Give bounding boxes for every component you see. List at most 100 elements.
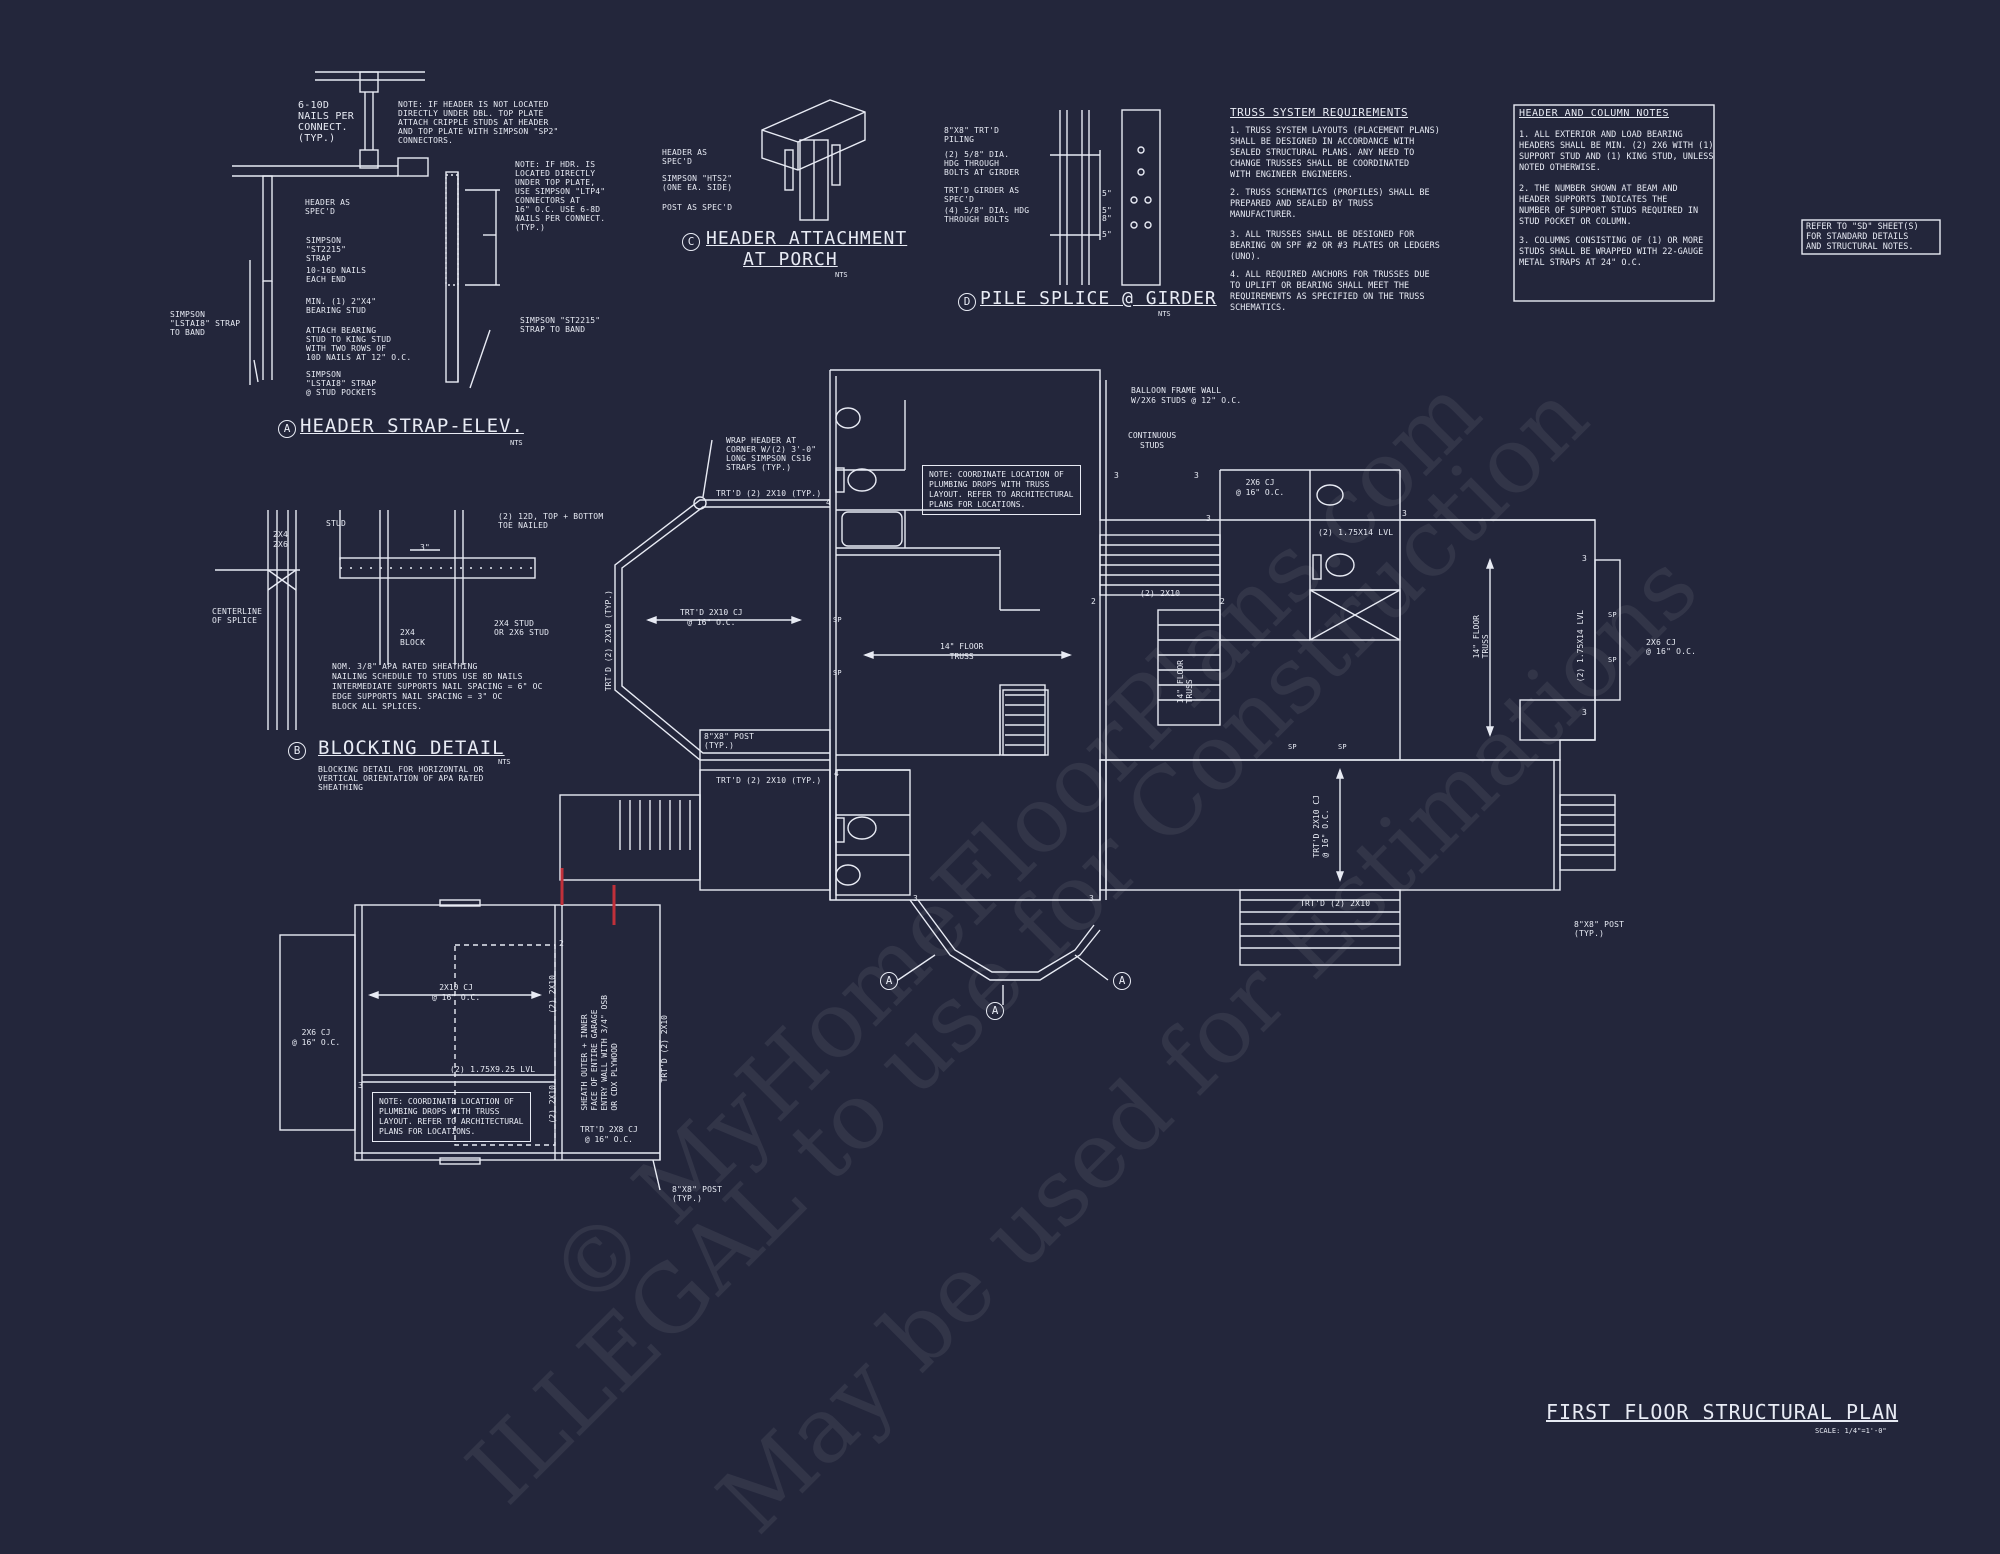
label-trtd-top: TRT'D (2) 2x10 (TYP.) [716, 489, 822, 498]
header-column-item-1: 1. ALL EXTERIOR AND LOAD BEARING HEADERS… [1519, 130, 1714, 173]
main-floor-plan-linework [559, 369, 1621, 1005]
detail-b-centerline: CENTERLINE OF SPLICE [212, 607, 263, 625]
header-column-item-2: 2. THE NUMBER SHOWN AT BEAM AND HEADER S… [1519, 184, 1699, 227]
detail-a-linework [232, 71, 500, 389]
garage-cj: 2x10 CJ @ 16" O.C. [432, 983, 481, 1002]
detail-a-nails2-note: 10-16d NAILS EACH END [306, 266, 367, 284]
stud-count: 3 [913, 894, 919, 903]
section-mark-2: A [986, 1002, 1004, 1020]
detail-c-linework [761, 99, 866, 221]
label-sp-1: SP [833, 616, 842, 624]
label-lvl-a: (2) 1.75x14 LVL [1318, 528, 1394, 537]
label-floor-truss-right: 14" FLOOR TRUSS [1472, 615, 1490, 659]
detail-d-dim-2: 5" [1102, 206, 1113, 215]
label-balloon: BALLOON FRAME WALL w/2x6 STUDS @ 12" O.C… [1131, 386, 1242, 405]
stud-count: 3 [1582, 708, 1588, 717]
detail-a-note-2: NOTE: IF HDR. IS LOCATED DIRECTLY UNDER … [515, 160, 606, 232]
stud-count: 2 [559, 939, 565, 948]
detail-c-simpson: SIMPSON "HTS2" (ONE EA. SIDE) [662, 174, 733, 192]
detail-d-dim-4: 5" [1102, 230, 1113, 239]
stud-count: 3 [1206, 514, 1212, 523]
garage-two-2x10-a: (2) 2x10 [548, 975, 557, 1014]
detail-b-sheathing: NOM. 3/8" APA RATED SHEATHING NAILING SC… [332, 662, 543, 711]
garage-two-2x10-b: (2) 2x10 [548, 1085, 557, 1124]
garage-trtd-2x10: TRT'D (2) 2x10 [660, 1015, 669, 1083]
detail-d-bubble: D [958, 293, 976, 311]
detail-b-dim: 3" [420, 543, 431, 552]
label-trtd-cj-vertical: TRT'D 2x10 CJ @ 16" O.C. [1312, 795, 1330, 858]
detail-a-attach-note: ATTACH BEARING STUD TO KING STUD WITH TW… [306, 326, 412, 362]
stud-count: 3 [1114, 471, 1120, 480]
truss-item-2: 2. TRUSS SCHEMATICS (PROFILES) SHALL BE … [1230, 188, 1430, 220]
stud-count: 3 [1194, 471, 1200, 480]
label-cj-2x6-vertical: 2x6 CJ @ 16" O.C. [1236, 478, 1285, 497]
truss-item-1: 1. TRUSS SYSTEM LAYOUTS (PLACEMENT PLANS… [1230, 126, 1440, 180]
stud-count: 3 [1582, 554, 1588, 563]
detail-d-bolts2: (4) 5/8" DIA. HDG THROUGH BOLTS [944, 206, 1030, 224]
plumbing-note-2: NOTE: COORDINATE LOCATION OF PLUMBING DR… [372, 1092, 531, 1142]
stud-count: 3 [1089, 894, 1095, 903]
stud-count: 3 [1402, 509, 1408, 518]
detail-a-strap-note: SIMPSON "ST2215" STRAP [306, 236, 347, 263]
stud-count: 4 [826, 498, 832, 507]
detail-a-bubble: A [278, 420, 296, 438]
header-column-item-3: 3. COLUMNS CONSISTING OF (1) OR MORE STU… [1519, 236, 1704, 268]
label-trtd-lower: TRT'D (2) 2x10 (TYP.) [716, 776, 822, 785]
detail-d-girder: TRT'D GIRDER AS SPEC'D [944, 186, 1020, 204]
label-trtd-bottom: TRT'D (2) 2x10 [1300, 899, 1371, 908]
garage-left-cj: 2x6 CJ @ 16" O.C. [292, 1028, 341, 1047]
truss-requirements-title: TRUSS SYSTEM REQUIREMENTS [1230, 106, 1409, 119]
label-lvl-b: (2) 1.75x14 LVL [1576, 610, 1585, 683]
sheet-title: FIRST FLOOR STRUCTURAL PLAN [1546, 1400, 1899, 1424]
section-mark-3: A [1113, 972, 1131, 990]
detail-a-lstai-bottom: SIMPSON "LSTAI8" STRAP @ STUD POCKETS [306, 370, 377, 397]
detail-c-nts: NTS [835, 271, 848, 279]
truss-item-4: 4. ALL REQUIRED ANCHORS FOR TRUSSES DUE … [1230, 270, 1430, 313]
detail-b-bubble: B [288, 742, 306, 760]
garage-trtd-cj: TRT'D 2x8 CJ @ 16" O.C. [580, 1125, 638, 1144]
label-cj-2x6-right: 2x6 CJ @ 16" O.C. [1646, 638, 1697, 656]
detail-b-title: BLOCKING DETAIL [318, 737, 505, 759]
garage-lvl: (2) 1.75x9.25 LVL [450, 1065, 536, 1074]
label-post-garage: 8"x8" POST (TYP.) [672, 1185, 723, 1203]
label-floor-truss-mid: 14" FLOOR TRUSS [1176, 660, 1194, 704]
detail-a-st2215-band: SIMPSON "ST2215" STRAP TO BAND [520, 316, 601, 334]
sheet-scale: SCALE: 1/4"=1'-0" [1815, 1427, 1887, 1435]
detail-d-bolts1: (2) 5/8" DIA. HDG THROUGH BOLTS AT GIRDE… [944, 150, 1020, 177]
detail-c-title-2: AT PORCH [743, 249, 838, 270]
detail-a-nails-note: 6-10d NAILS PER CONNECT. (TYP.) [298, 100, 354, 144]
label-post-left: 8"x8" POST (TYP.) [704, 732, 755, 750]
detail-d-nts: NTS [1158, 310, 1171, 318]
detail-a-header-note: HEADER AS SPEC'D [305, 198, 351, 216]
detail-d-title: PILE SPLICE @ GIRDER [980, 288, 1217, 309]
stud-count: 3 [358, 1081, 364, 1090]
detail-b-desc: BLOCKING DETAIL FOR HORIZONTAL OR VERTIC… [318, 765, 484, 792]
detail-b-linework [215, 510, 536, 730]
detail-d-dim-1: 5" [1102, 189, 1113, 198]
label-trtd-cj: TRT'D 2x10 CJ @ 16" O.C. [680, 608, 743, 627]
detail-d-linework [1050, 109, 1161, 286]
header-column-notes-title: HEADER AND COLUMN NOTES [1519, 108, 1669, 119]
label-trtd-left: TRT'D (2) 2x10 (TYP.) [604, 590, 613, 692]
detail-a-lstai-left: SIMPSON "LSTAI8" STRAP TO BAND [170, 310, 241, 337]
label-sp-4: SP [1338, 743, 1347, 751]
stud-count: 2 [1091, 597, 1097, 606]
label-post-right: 8"x8" POST (TYP.) [1574, 920, 1625, 938]
garage-linework [279, 899, 661, 1191]
detail-d-dim-3: 8" [1102, 214, 1113, 223]
detail-b-stud2: 2x4 STUD OR 2x6 STUD [494, 619, 550, 637]
stud-count: 2 [1220, 597, 1226, 606]
section-mark-1: A [880, 972, 898, 990]
detail-b-size: 2x4 2x6 [273, 530, 289, 549]
label-wrap-header: WRAP HEADER AT CORNER w/(2) 3'-0" LONG S… [726, 436, 817, 472]
refer-sd-note: REFER TO "SD" SHEET(S) FOR STANDARD DETA… [1806, 222, 1919, 252]
detail-c-header: HEADER AS SPEC'D [662, 148, 708, 166]
stud-count: 4 [834, 769, 840, 778]
detail-b-block: 2x4 BLOCK [400, 628, 426, 647]
detail-c-post: POST AS SPEC'D [662, 203, 733, 212]
detail-c-title-1: HEADER ATTACHMENT [706, 228, 908, 249]
label-sp-2: SP [833, 669, 842, 677]
detail-b-toe: (2) 12d, TOP + BOTTOM TOE NAILED [498, 512, 604, 530]
detail-a-title: HEADER STRAP-ELEV. [300, 415, 524, 437]
label-sp-5: SP [1608, 611, 1617, 619]
